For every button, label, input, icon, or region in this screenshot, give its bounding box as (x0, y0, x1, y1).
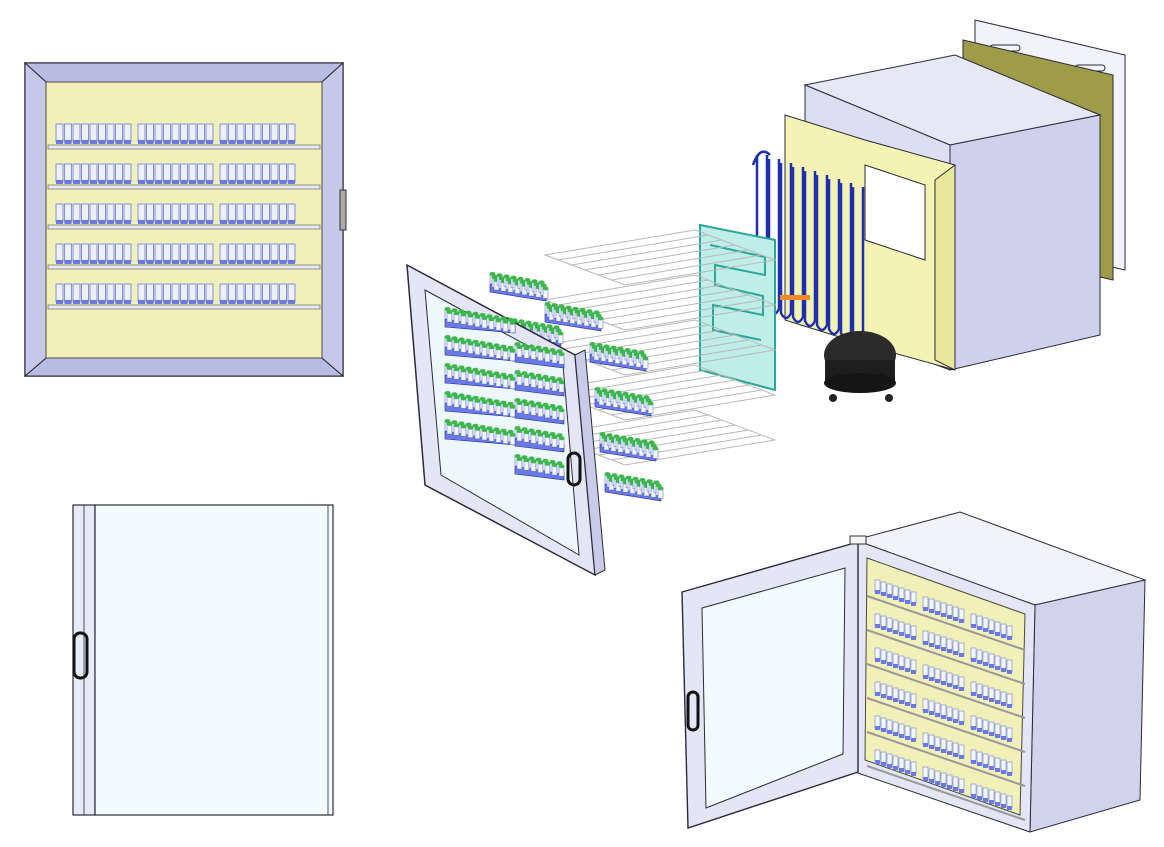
wire-rod (611, 299, 762, 326)
coil-loop (815, 175, 829, 332)
front-shelves (47, 123, 321, 310)
bottle-rack (444, 391, 516, 418)
bottle-racks (489, 272, 664, 502)
wire-shelves (543, 229, 777, 466)
wire-shelf (543, 229, 777, 286)
coil-loop (791, 167, 805, 324)
front-frame-bevel (23, 62, 345, 83)
wire-rod (584, 289, 736, 316)
iso-side (1029, 579, 1146, 833)
front-bottle-group (219, 203, 296, 224)
front-bottle-group (219, 163, 296, 184)
front-bottle-group (55, 203, 132, 224)
iso-shelf (866, 663, 1026, 719)
front-bottle-group (55, 123, 132, 144)
wire-rod (571, 284, 722, 311)
front-bottle-group (55, 283, 132, 304)
exploded-view (395, 15, 1155, 580)
front-view (22, 60, 352, 380)
bottle-rack (604, 472, 664, 502)
iso-shelf (866, 731, 1026, 787)
front-shelf (47, 304, 321, 310)
wire-rod (611, 254, 762, 281)
front-bottle-group (137, 163, 214, 184)
front-bottle-group (137, 203, 214, 224)
iso-shelf-row (874, 681, 1013, 742)
side-cabinet (94, 504, 334, 816)
bottle-rack (444, 307, 516, 334)
coil-top (751, 150, 771, 166)
bottle-rack (514, 426, 565, 453)
door-front-racks (444, 307, 565, 481)
wire-shelf (543, 319, 777, 376)
coil-loop (803, 171, 817, 328)
bottle-rack (599, 432, 659, 462)
coil-loop (779, 163, 793, 320)
bottle-rack (514, 454, 565, 481)
iso-shelf-row (874, 749, 1013, 810)
bottle-rack (444, 363, 516, 390)
front-bottle-group (219, 243, 296, 264)
front-bottle-group (137, 123, 214, 144)
iso-shelf (866, 629, 1026, 685)
front-bottle-group (137, 243, 214, 264)
bottle-rack (544, 302, 604, 332)
bottle-rack (444, 419, 516, 446)
iso-door (681, 541, 859, 829)
wire-shelf (543, 364, 777, 421)
compressor (780, 295, 896, 402)
isometric-open-view (680, 510, 1150, 840)
iso-shelves (866, 579, 1026, 821)
front-shelf (47, 184, 321, 190)
front-bottle-group (219, 123, 296, 144)
side-view (70, 500, 340, 820)
wire-rod (558, 234, 709, 261)
iso-shelf (866, 765, 1026, 821)
iso-shelf (866, 697, 1026, 753)
evaporator-plate (699, 223, 776, 392)
bottle-rack (514, 398, 565, 425)
bottle-rack (444, 335, 516, 362)
bottle-rack (594, 387, 654, 417)
iso-shelf-row (874, 579, 1013, 640)
iso-shelf (866, 595, 1026, 651)
wire-rod (558, 279, 709, 306)
front-bottle-group (55, 163, 132, 184)
front-bottle-group (219, 283, 296, 304)
front-shelf (47, 144, 321, 150)
wire-shelf (543, 409, 777, 466)
iso-shelf-row (874, 647, 1013, 708)
front-bottle-group (55, 243, 132, 264)
wire-rod (598, 294, 749, 321)
wire-rod (571, 239, 722, 266)
iso-shelf-row (874, 613, 1013, 674)
front-shelf (47, 224, 321, 230)
bottle-rack (489, 272, 549, 302)
wire-rod (598, 249, 749, 276)
front-shelf (47, 264, 321, 270)
wire-rod (584, 244, 736, 271)
coil-loop (827, 179, 841, 336)
wire-rod (558, 324, 709, 351)
iso-shelf-row (874, 715, 1013, 776)
front-bottle-group (137, 283, 214, 304)
door-handle (72, 631, 89, 680)
bottle-rack (589, 342, 649, 372)
bottle-rack (514, 370, 565, 397)
wire-rod (571, 419, 722, 446)
bottle-rack (514, 342, 565, 369)
